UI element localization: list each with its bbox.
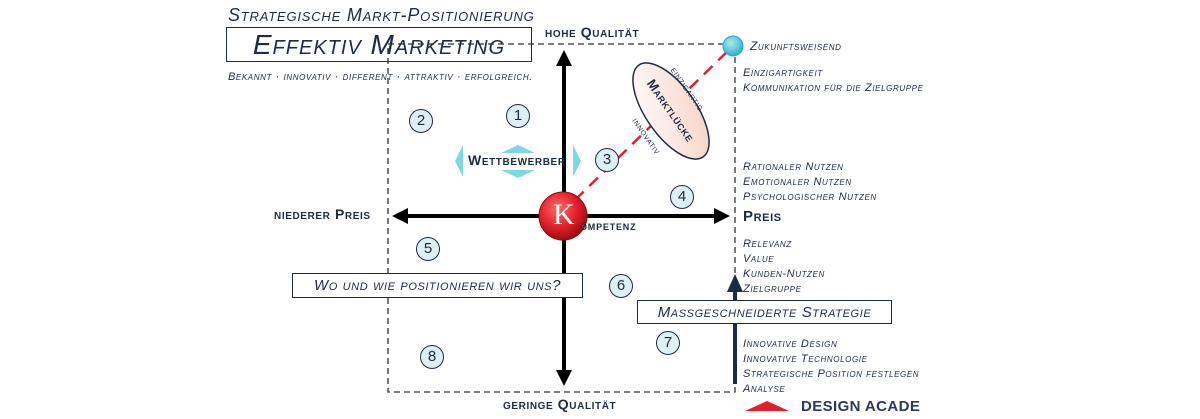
number-circle-7: 7 (656, 331, 680, 355)
list4-item: Innovative Technologie (743, 353, 868, 365)
axis-left-label: niederer Preis (274, 206, 371, 222)
kompetenz-letter: K (553, 198, 575, 231)
arrowhead-right (714, 208, 730, 224)
right-list-3: Relevanz Value Kunden-Nutzen Zielgruppe (743, 237, 825, 297)
future-ball (722, 35, 744, 57)
list4-item: Strategische Position festlegen (743, 368, 920, 380)
list4-item: Innovative Design (743, 338, 838, 350)
competitor-label: Wettbewerber (468, 152, 566, 168)
number-circle-6: 6 (609, 274, 633, 298)
list3-item: Kunden-Nutzen (743, 268, 825, 280)
number-circle-8: 8 (420, 345, 444, 369)
right-list-1: Einzigartigkeit Kommunikation für die Zi… (743, 66, 924, 96)
arrowhead-up (556, 50, 572, 66)
list3-item: Relevanz (743, 238, 792, 250)
axis-bottom-label: geringe Qualität (503, 396, 617, 412)
list1-item: Einzigartigkeit (743, 67, 823, 79)
logo-text: DESIGN ACADE (801, 398, 921, 415)
subtitle: Strategische Markt-Positionierung (228, 5, 535, 25)
strategy-box: Massgeschneiderte Strategie (637, 300, 892, 324)
kompetenz-ball (538, 191, 588, 241)
question-box: Wo und wie positionieren wir uns? (292, 273, 583, 298)
list3-item: Zielgruppe (743, 283, 802, 295)
list3-item: Value (743, 253, 775, 265)
number-circle-3: 3 (595, 148, 619, 172)
question-text: Wo und wie positionieren wir uns? (313, 277, 562, 294)
axis-right-label: Preis (743, 208, 782, 225)
arrowhead-down (556, 370, 572, 386)
competitor-arrows (455, 145, 581, 178)
number-circle-5: 5 (416, 237, 440, 261)
list2-item: Psychologischer Nutzen (743, 191, 877, 203)
right-list-2: Rationaler Nutzen Emotionaler Nutzen Psy… (743, 160, 877, 205)
list2-item: Emotionaler Nutzen (743, 176, 852, 188)
strategy-arrowhead (727, 274, 743, 292)
future-label: Zukunftsweisend (750, 39, 842, 53)
strategy-text: Massgeschneiderte Strategie (657, 304, 872, 321)
number-circle-1: 1 (506, 104, 530, 128)
axis-top-label: hohe Qualität (545, 24, 640, 40)
list4-item: Analyse (743, 383, 786, 395)
number-circle-4: 4 (670, 185, 694, 209)
quadrant-frame (387, 43, 736, 393)
logo-mark (745, 401, 789, 411)
right-list-4: Innovative Design Innovative Technologie… (743, 337, 919, 397)
tagline: Bekannt · innovativ · different · attrak… (228, 71, 533, 83)
list2-item: Rationaler Nutzen (743, 161, 844, 173)
kompetenz-label: ompetenz (580, 218, 637, 233)
arrowhead-left (392, 208, 408, 224)
list1-item: Kommunikation für die Zielgruppe (743, 82, 924, 94)
marktluecke-ellipse (632, 62, 710, 160)
number-circle-2: 2 (409, 109, 433, 133)
